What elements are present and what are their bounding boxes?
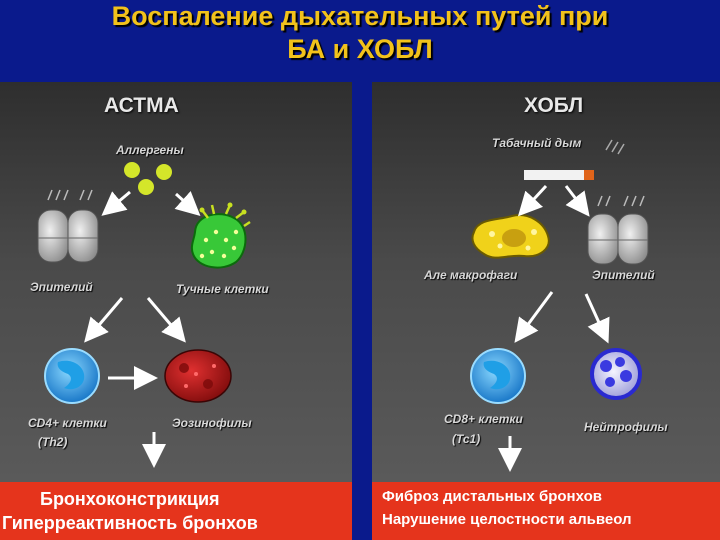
allergens-label: Аллергены [116, 143, 184, 157]
asthma-arrows [84, 190, 201, 468]
th2-label: (Th2) [38, 435, 68, 449]
asthma-panel [0, 82, 352, 482]
cigarette-icon [524, 139, 625, 180]
tc1-label: (Tc1) [452, 432, 481, 446]
slide-title: Воспаление дыхательных путей при БА и ХО… [0, 0, 720, 66]
tobacco-smoke-label: Табачный дым [492, 136, 582, 150]
asthma-epithelium-label: Эпителий [30, 280, 93, 294]
copd-epithelium-cells [587, 195, 649, 265]
copd-heading: ХОБЛ [524, 94, 584, 117]
mast-cell [190, 202, 251, 269]
macrophages-label: Але макрофаги [424, 268, 518, 282]
cd4-label: CD4+ клетки [28, 416, 107, 430]
copd-arrows [498, 184, 610, 472]
slide-title-line2: БА и ХОБЛ [287, 34, 433, 64]
copd-outcome-line2: Нарушение целостности альвеол [382, 511, 632, 528]
asthma-heading: АСТМА [104, 94, 179, 117]
copd-panel [372, 82, 720, 482]
asthma-epithelium-cells [37, 189, 99, 263]
cd8-label: CD8+ клетки [444, 412, 523, 426]
asthma-outcome-line2: Гиперреактивность бронхов [2, 513, 258, 533]
eosinophils-label: Эозинофилы [172, 416, 252, 430]
copd-outcome-bar: Фиброз дистальных бронхов Нарушение цело… [372, 482, 720, 540]
allergen-particles [124, 162, 172, 195]
slide-title-line1: Воспаление дыхательных путей при [111, 1, 609, 31]
mast-cells-label: Тучные клетки [176, 282, 269, 296]
copd-epithelium-label: Эпителий [592, 268, 655, 282]
cd8-cell [470, 348, 526, 404]
cd4-cell [44, 348, 100, 404]
neutrophil-cell [590, 348, 642, 400]
asthma-outcome-line1: Бронхоконстрикция [40, 489, 220, 509]
macrophage-cell [471, 214, 550, 259]
asthma-outcome-bar: Бронхоконстрикция Гиперреактивность брон… [0, 482, 352, 540]
eosinophil-cell [164, 349, 232, 403]
copd-outcome-line1: Фиброз дистальных бронхов [382, 488, 602, 505]
neutrophils-label: Нейтрофилы [584, 420, 668, 434]
